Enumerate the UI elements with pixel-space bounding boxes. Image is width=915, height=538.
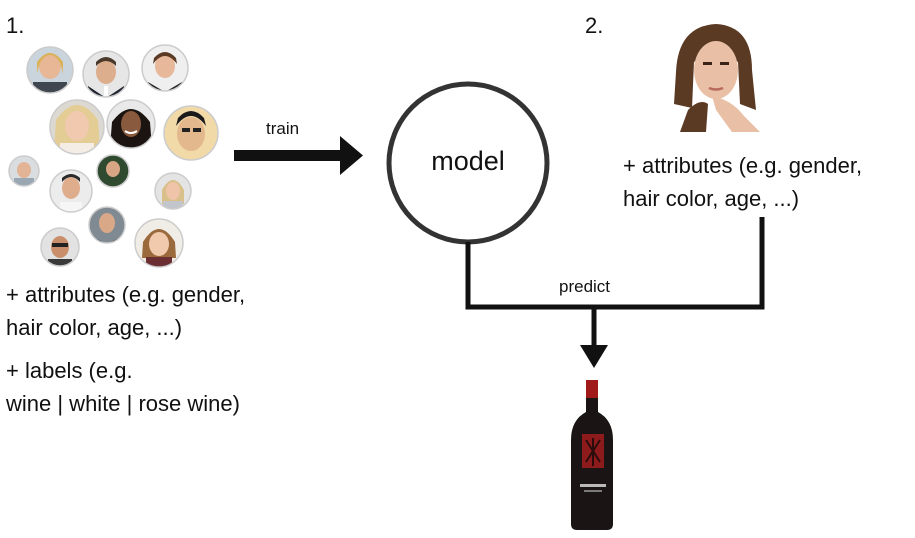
train-label: train [266,119,300,138]
face-avatar [164,106,218,160]
training-labels: + labels (e.g. wine | white | rose wine) [6,354,240,420]
face-avatar [97,155,129,187]
step-one-number: 1. [6,13,25,38]
predict-connector [465,217,765,348]
query-person-photo [668,22,768,132]
face-avatar [41,228,79,266]
model-label: model [431,146,505,176]
face-avatar [155,173,191,209]
training-labels-line2: wine | white | rose wine) [6,391,240,416]
face-avatar [9,156,39,186]
query-attributes-line1: + attributes (e.g. gender, [623,153,863,178]
face-avatar [107,100,155,148]
predict-arrowhead [580,345,608,368]
face-avatar [135,219,183,267]
training-labels-line1: + labels (e.g. [6,358,133,383]
face-avatar [83,51,129,97]
training-attributes-line2: hair color, age, ...) [6,315,183,340]
training-faces [8,44,219,268]
wine-bottle-icon [571,380,613,530]
face-avatar [142,45,188,91]
training-attributes: + attributes (e.g. gender, hair color, a… [6,278,245,344]
train-arrow [234,136,363,175]
query-attributes-line2: hair color, age, ...) [623,186,800,211]
training-attributes-line1: + attributes (e.g. gender, [6,282,246,307]
predict-label: predict [559,277,611,296]
step-two-number: 2. [585,13,604,38]
face-avatar [27,47,73,93]
face-avatar [50,100,104,154]
face-avatar [50,170,92,212]
query-attributes: + attributes (e.g. gender, hair color, a… [623,149,862,215]
